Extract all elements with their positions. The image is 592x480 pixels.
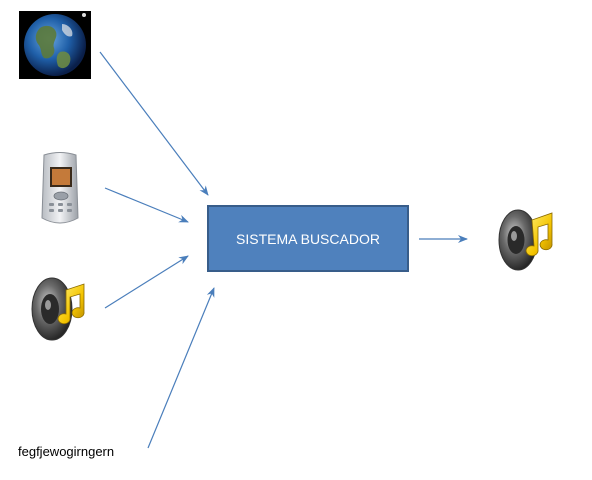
arrow-text-to-system	[147, 287, 215, 449]
arrow-phone-to-system	[104, 187, 189, 223]
search-system-label: SISTEMA BUSCADOR	[236, 231, 380, 247]
search-system-box: SISTEMA BUSCADOR	[207, 205, 409, 272]
globe-icon	[19, 11, 91, 79]
text-query-input: fegfjewogirngern	[18, 444, 115, 459]
arrow-speaker-to-system	[104, 255, 189, 309]
arrow-globe-to-system	[99, 51, 209, 196]
mobile-phone-icon	[41, 152, 79, 224]
music-speaker-icon	[31, 277, 85, 341]
music-speaker-output-icon	[498, 209, 553, 271]
